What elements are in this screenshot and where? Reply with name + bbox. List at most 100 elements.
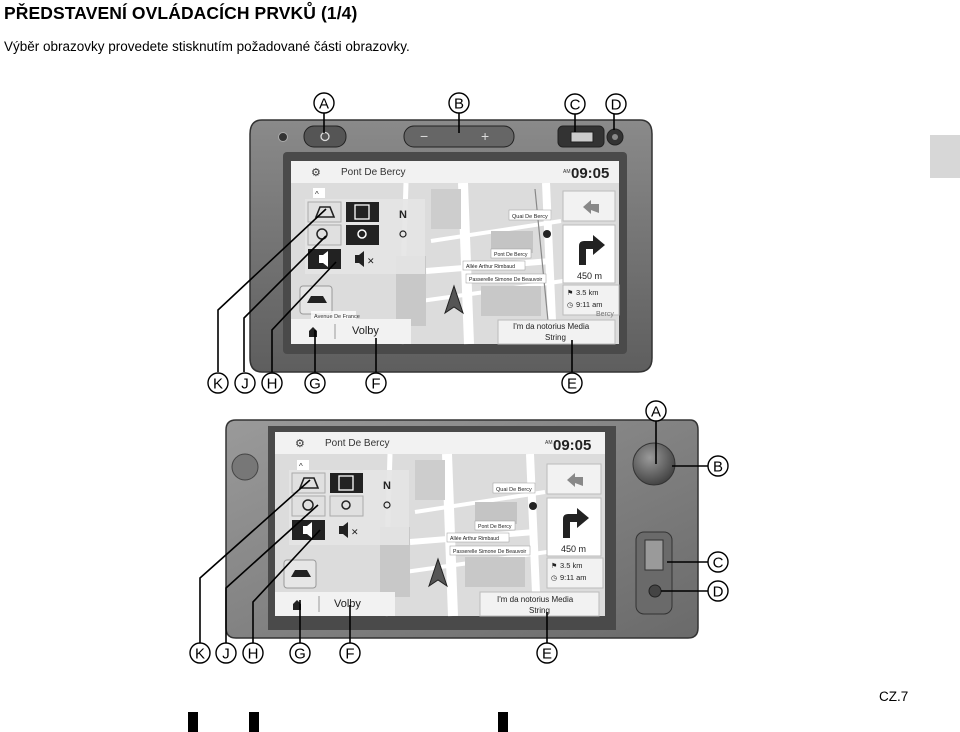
map-2d-icon[interactable]: [354, 204, 370, 220]
zoom-icon[interactable]: [341, 500, 351, 510]
callout-label: B: [713, 459, 723, 476]
svg-text:◷: ◷: [551, 575, 557, 582]
distance-total: 3.5 km: [576, 288, 599, 297]
callout-label: C: [713, 555, 724, 572]
north-label[interactable]: N: [383, 480, 391, 492]
distance-next: 450 m: [561, 544, 586, 554]
vol-minus-label: −: [420, 128, 428, 144]
street-label: Passerelle Simone De Beauvoir: [453, 549, 527, 555]
page-number: CZ.7: [879, 689, 909, 704]
callout-label: C: [570, 97, 581, 114]
volume-icon[interactable]: [303, 522, 312, 538]
callout-label: D: [611, 97, 622, 114]
clock: 09:05: [571, 165, 609, 182]
page-subtitle: Výběr obrazovky provedete stisknutím pož…: [4, 39, 410, 54]
callout-label: A: [319, 96, 329, 113]
callout-label: E: [567, 376, 577, 393]
callout-label: F: [371, 376, 380, 393]
ampm: AM: [563, 169, 571, 175]
callout-label: E: [542, 646, 552, 663]
print-mark: [249, 712, 259, 732]
poi-icon: [543, 230, 551, 238]
vehicle-position-icon: [428, 557, 448, 588]
options-button[interactable]: Volby: [352, 325, 379, 337]
street-label: Avenue De France: [314, 314, 360, 320]
callout-label: K: [195, 646, 205, 663]
street-label: Allée Arthur Rimbaud: [450, 536, 499, 542]
location-label: Pont De Bercy: [325, 438, 389, 449]
turn-arrow-icon: [563, 508, 589, 538]
callout-label: K: [213, 376, 223, 393]
callout-label: G: [294, 646, 306, 663]
svg-text:^: ^: [299, 462, 303, 471]
place-label: Bercy: [596, 311, 614, 318]
street-label: Passerelle Simone De Beauvoir: [469, 277, 543, 283]
map-3d-icon[interactable]: [298, 477, 320, 489]
next-turn-icon: [583, 200, 599, 214]
screen-top: ⚙ Pont De Bercy AM 09:05 ^ N ✕ Avenue De…: [291, 161, 620, 345]
svg-text:⚑: ⚑: [551, 562, 557, 570]
map-3d-icon[interactable]: [314, 206, 336, 218]
callout-label: B: [454, 96, 464, 113]
screen-bottom: ⚙ Pont De Bercy AM 09:05 ^ N ✕ Quai De B…: [275, 432, 605, 617]
svg-text:✕: ✕: [367, 256, 375, 266]
distance-total: 3.5 km: [560, 561, 583, 570]
mute-icon[interactable]: [339, 522, 348, 538]
media-title[interactable]: I'm da notorius Media: [497, 595, 574, 604]
zoom-in-icon[interactable]: [302, 499, 314, 511]
clock: 09:05: [553, 437, 591, 454]
callout-label: A: [651, 404, 661, 421]
vehicle-position-icon: [444, 284, 464, 315]
zoom-out-icon[interactable]: [383, 501, 391, 509]
media-subtitle[interactable]: String: [545, 333, 566, 342]
print-mark: [498, 712, 508, 732]
callout-lines-top: [217, 113, 615, 372]
media-title[interactable]: I'm da notorius Media: [513, 322, 590, 331]
svg-text:^: ^: [315, 190, 319, 199]
callout-label: J: [241, 376, 249, 393]
callout-label: G: [309, 376, 321, 393]
media-subtitle[interactable]: String: [529, 606, 550, 615]
turn-arrow-icon: [579, 235, 605, 265]
street-label: Allée Arthur Rimbaud: [466, 264, 515, 270]
street-label: Pont De Bercy: [494, 252, 528, 258]
page-title: PŘEDSTAVENÍ OVLÁDACÍCH PRVKŮ (1/4): [4, 3, 358, 23]
callout-label: J: [222, 646, 230, 663]
svg-text:✕: ✕: [351, 527, 359, 537]
callouts-top: A B C D K J H G F E: [207, 92, 627, 394]
north-label[interactable]: N: [399, 209, 407, 221]
distance-next: 450 m: [577, 271, 602, 281]
mute-icon[interactable]: [355, 251, 364, 267]
gear-icon[interactable]: ⚙: [295, 438, 305, 450]
traffic-icon[interactable]: [307, 296, 327, 303]
section-tab: [930, 135, 960, 178]
eta: 9:11 am: [560, 573, 587, 582]
home-icon[interactable]: [293, 600, 301, 610]
poi-icon: [529, 502, 537, 510]
zoom-icon[interactable]: [357, 229, 367, 239]
options-button[interactable]: Volby: [334, 598, 361, 610]
gear-icon[interactable]: ⚙: [311, 167, 321, 179]
callouts-bottom: A B C D K J H G F E: [189, 400, 729, 664]
map-2d-icon[interactable]: [338, 475, 354, 491]
callout-lines-bottom: [199, 421, 708, 643]
street-label: Quai De Bercy: [512, 214, 548, 220]
traffic-icon[interactable]: [291, 570, 311, 577]
print-mark: [188, 712, 198, 732]
street-label: Pont De Bercy: [478, 524, 512, 530]
zoom-out-icon[interactable]: [399, 230, 407, 238]
ampm: AM: [545, 440, 553, 446]
svg-text:◷: ◷: [567, 302, 573, 309]
svg-text:⚑: ⚑: [567, 289, 573, 297]
callout-label: H: [248, 646, 259, 663]
next-turn-icon: [567, 473, 583, 487]
vol-plus-label: +: [481, 128, 489, 144]
eta: 9:11 am: [576, 300, 603, 309]
callout-label: D: [713, 584, 724, 601]
callout-label: H: [267, 376, 278, 393]
volume-icon[interactable]: [319, 251, 328, 267]
street-label: Quai De Bercy: [496, 487, 532, 493]
location-label: Pont De Bercy: [341, 167, 405, 178]
callout-label: F: [345, 646, 354, 663]
